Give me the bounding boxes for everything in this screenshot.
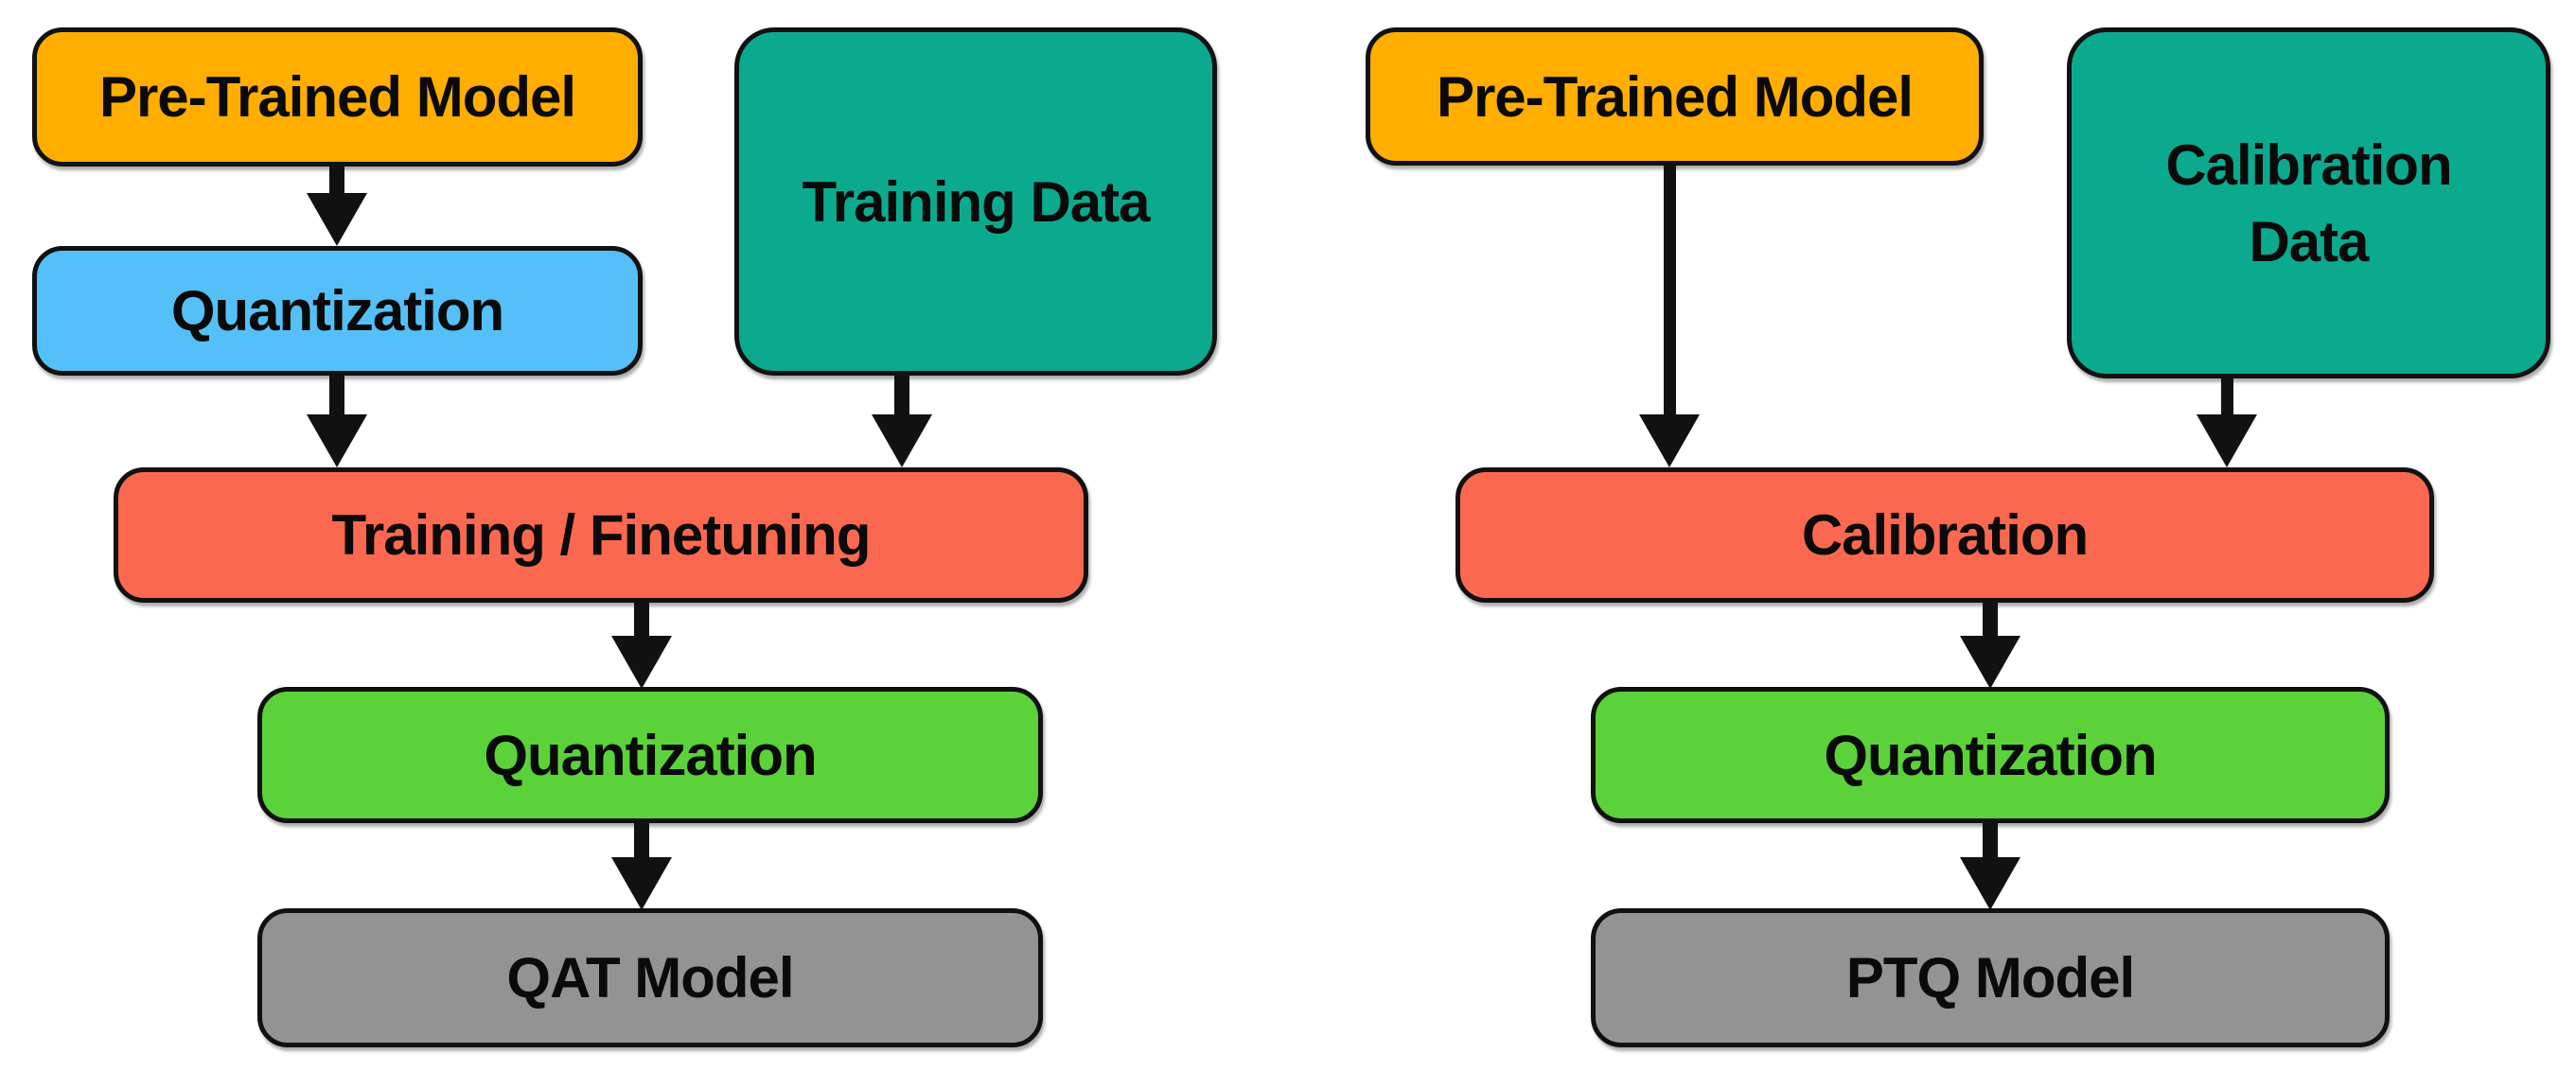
arrow-head-icon bbox=[1960, 857, 2020, 910]
arrow-head-icon bbox=[611, 636, 672, 689]
arrow-shaft bbox=[634, 823, 649, 857]
arrow-ptq-pretrained-to-calibration bbox=[1639, 166, 1700, 467]
arrow-qat-training-to-quantization-final bbox=[611, 603, 672, 689]
arrow-shaft bbox=[329, 376, 344, 414]
node-label: Calibration bbox=[1801, 503, 2089, 567]
arrow-head-icon bbox=[1639, 414, 1700, 467]
node-label: Pre-Trained Model bbox=[98, 65, 576, 129]
node-ptq-calibration: Calibration bbox=[1456, 467, 2434, 603]
arrow-head-icon bbox=[307, 193, 367, 246]
node-qat-quantization-final: Quantization bbox=[257, 687, 1043, 823]
node-label: QAT Model bbox=[506, 946, 794, 1010]
node-label: Quantization bbox=[484, 723, 817, 787]
arrow-shaft bbox=[329, 167, 344, 193]
arrow-shaft bbox=[634, 603, 649, 636]
node-qat-training-finetuning: Training / Finetuning bbox=[114, 467, 1088, 603]
node-ptq-pretrained-model: Pre-Trained Model bbox=[1366, 27, 1984, 166]
arrow-ptq-calibration-to-quantization bbox=[1960, 603, 2020, 689]
arrow-head-icon bbox=[1960, 636, 2020, 689]
arrow-qat-quantization-to-training bbox=[307, 376, 367, 467]
arrow-head-icon bbox=[872, 414, 932, 467]
arrow-qat-quantization-final-to-model bbox=[611, 823, 672, 910]
node-label: Quantization bbox=[1824, 723, 2157, 787]
node-label: Quantization bbox=[170, 279, 504, 343]
node-label: Training / Finetuning bbox=[331, 503, 872, 567]
node-qat-model: QAT Model bbox=[257, 908, 1043, 1047]
node-qat-pretrained-model: Pre-Trained Model bbox=[32, 27, 643, 167]
node-label: Pre-Trained Model bbox=[1436, 64, 1914, 129]
arrow-qat-pretrained-to-quantization bbox=[307, 167, 367, 246]
arrow-ptq-calibration-data-to-calibration bbox=[2197, 377, 2257, 467]
arrow-ptq-quantization-to-model bbox=[1960, 823, 2020, 910]
node-label: Calibration Data bbox=[2165, 132, 2452, 273]
arrow-qat-training-data-to-training bbox=[872, 376, 932, 467]
arrow-head-icon bbox=[307, 414, 367, 467]
arrow-shaft bbox=[1983, 603, 1998, 636]
node-label: Training Data bbox=[802, 169, 1150, 234]
node-qat-quantization-insert: Quantization bbox=[32, 246, 643, 376]
node-ptq-calibration-data: Calibration Data bbox=[2067, 27, 2550, 378]
arrow-shaft bbox=[894, 376, 909, 414]
node-ptq-quantization: Quantization bbox=[1591, 687, 2390, 823]
node-ptq-model: PTQ Model bbox=[1591, 908, 2390, 1047]
arrow-head-icon bbox=[611, 857, 672, 910]
node-qat-training-data: Training Data bbox=[734, 27, 1217, 376]
arrow-head-icon bbox=[2197, 414, 2257, 467]
node-label: PTQ Model bbox=[1845, 946, 2135, 1010]
arrow-shaft bbox=[2220, 377, 2233, 414]
arrow-shaft bbox=[1663, 166, 1676, 414]
arrow-shaft bbox=[1983, 823, 1998, 857]
